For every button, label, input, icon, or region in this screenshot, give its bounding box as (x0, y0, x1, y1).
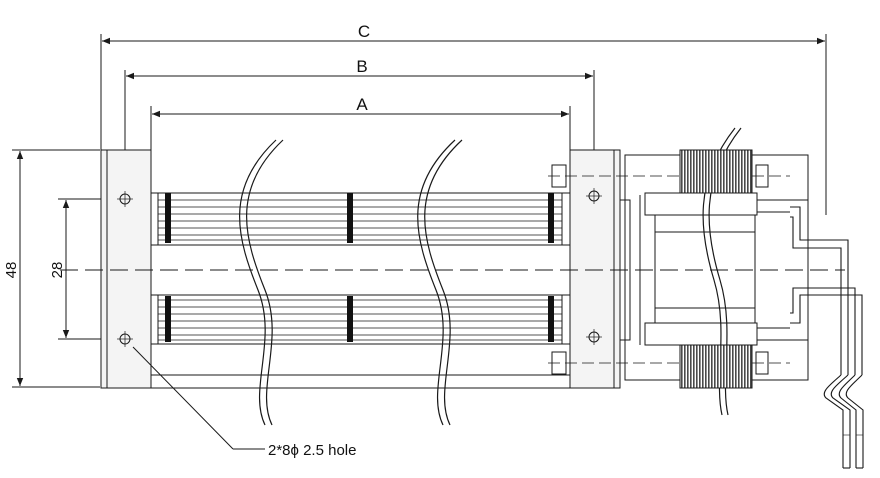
label-b: B (356, 57, 367, 76)
right-end-bracket (569, 149, 621, 389)
coil (679, 149, 753, 194)
label-28: 28 (49, 262, 66, 279)
dimension-b (124, 70, 595, 195)
dimension-c (100, 34, 827, 215)
label-c: C (358, 22, 370, 41)
dimension-48 (12, 149, 100, 388)
hole-note: 2*8ϕ 2.5 hole (268, 442, 356, 459)
dimension-a (150, 106, 571, 150)
hole-leader (132, 346, 265, 450)
lead-wires (790, 206, 864, 469)
motor-coils (679, 149, 753, 389)
label-a: A (356, 95, 368, 114)
coil (679, 344, 753, 389)
impeller-support-discs (165, 193, 554, 342)
left-end-bracket (100, 149, 152, 389)
motor-assembly (548, 154, 809, 381)
mounting-holes (117, 188, 602, 347)
label-48: 48 (3, 262, 20, 279)
impeller-body (151, 192, 570, 389)
